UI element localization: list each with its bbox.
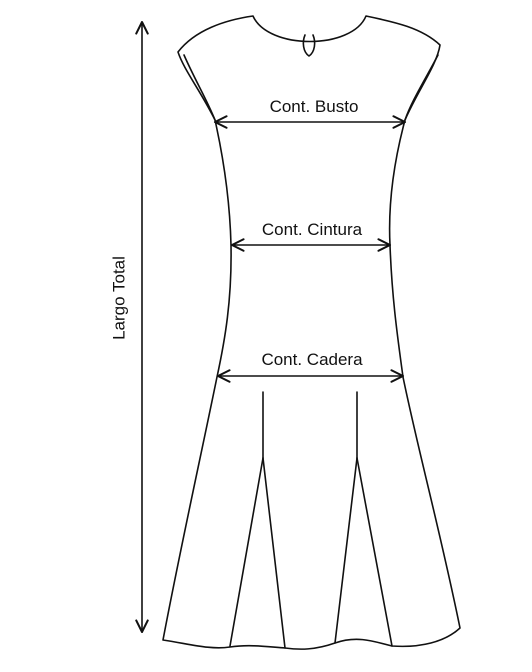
left-armhole-line: [183, 54, 216, 121]
total-length-measure: Largo Total: [109, 20, 149, 634]
hip-label: Cont. Cadera: [261, 350, 363, 369]
bust-measure: Cont. Busto: [213, 97, 407, 129]
bust-label: Cont. Busto: [270, 97, 359, 116]
total-length-label: Largo Total: [109, 256, 128, 340]
right-godet-left-edge: [334, 457, 358, 644]
hip-measure: Cont. Cadera: [216, 350, 405, 383]
waist-measure: Cont. Cintura: [230, 220, 392, 252]
right-armhole-line: [404, 54, 439, 121]
neck-slit: [302, 34, 316, 57]
dress-outline: [162, 15, 461, 650]
left-godet-right-edge: [262, 457, 286, 649]
right-godet-right-edge: [356, 457, 393, 647]
left-godet-left-edge: [229, 457, 264, 647]
waist-label: Cont. Cintura: [262, 220, 363, 239]
dress-illustration: [162, 15, 461, 650]
